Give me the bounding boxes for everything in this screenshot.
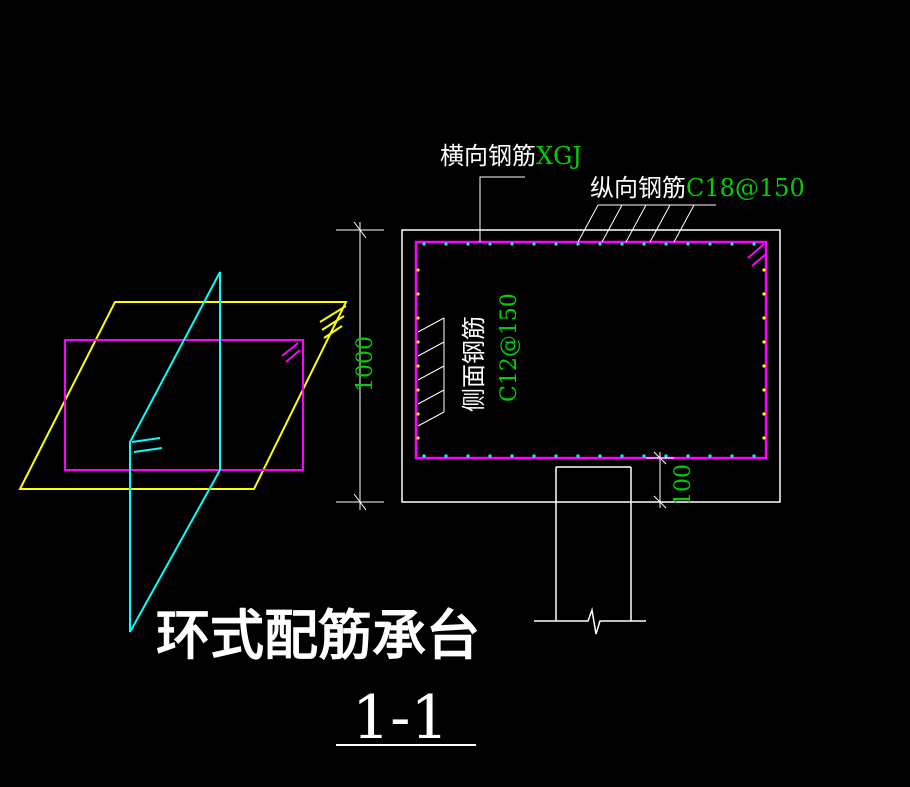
longitudinal-rebar-spec: C18@150	[686, 174, 805, 202]
rebar-dot	[576, 242, 580, 246]
rebar-dots	[416, 242, 766, 458]
rebar-dot	[762, 340, 766, 344]
rebar-dot	[642, 242, 646, 246]
rebar-dot	[554, 454, 558, 458]
rebar-dot	[416, 316, 420, 320]
rebar-dot	[708, 242, 712, 246]
longitudinal-rebar-label: 纵向钢筋C18@150	[590, 174, 805, 202]
rebar-dot	[664, 242, 668, 246]
rebar-dot	[416, 436, 420, 440]
height-dimension-text: 1000	[353, 336, 378, 392]
cover-dimension-text: 100	[671, 464, 696, 506]
cyan-plane	[129, 271, 221, 633]
rebar-dot	[510, 454, 514, 458]
rebar-dot	[598, 454, 602, 458]
rebar-dot	[532, 242, 536, 246]
ring-hook-mark	[751, 253, 767, 267]
ring-hook-mark	[747, 243, 765, 259]
rebar-dot	[762, 364, 766, 368]
rebar-dot	[510, 242, 514, 246]
yellow-hook-mark	[323, 325, 343, 339]
section-drawing	[336, 176, 781, 635]
rebar-dot	[762, 412, 766, 416]
rebar-dot	[642, 454, 646, 458]
rebar-dot	[416, 268, 420, 272]
rebar-dot	[762, 388, 766, 392]
transverse-rebar-code: XGJ	[536, 142, 582, 170]
text-labels: 横向钢筋XGJ 纵向钢筋C18@150 侧面钢筋 C12@150 1000 10…	[156, 142, 805, 753]
rebar-dot	[762, 316, 766, 320]
rebar-dot	[416, 364, 420, 368]
transverse-leader	[479, 176, 525, 242]
transverse-rebar-label: 横向钢筋XGJ	[440, 142, 582, 170]
rebar-dot	[752, 242, 756, 246]
rebar-ring	[414, 240, 768, 460]
rebar-dot	[686, 454, 690, 458]
side-leader	[417, 317, 445, 427]
rebar-dot	[664, 454, 668, 458]
rebar-dot	[444, 454, 448, 458]
rebar-dot	[620, 242, 624, 246]
rebar-dot	[444, 242, 448, 246]
rebar-dot	[466, 454, 470, 458]
magenta-hook-mark	[285, 349, 301, 363]
height-dimension	[336, 221, 384, 511]
rebar-dot	[416, 340, 420, 344]
rebar-dot	[422, 242, 426, 246]
yellow-hook-mark	[319, 305, 347, 323]
rebar-dot	[466, 242, 470, 246]
magenta-ring	[64, 339, 304, 471]
rebar-dot	[488, 242, 492, 246]
rebar-dot	[416, 292, 420, 296]
yellow-plane	[18, 301, 348, 490]
side-rebar-label: 侧面钢筋	[460, 316, 488, 412]
cyan-hook-mark	[133, 447, 163, 453]
rebar-dot	[686, 242, 690, 246]
rebar-dot	[730, 454, 734, 458]
yellow-hook-mark	[321, 315, 345, 331]
rebar-dot	[620, 454, 624, 458]
longitudinal-leader	[577, 204, 716, 243]
rebar-dot	[576, 454, 580, 458]
cyan-hook-mark	[131, 437, 161, 443]
rebar-dot	[416, 412, 420, 416]
rebar-dot	[532, 454, 536, 458]
section-label: 1-1	[352, 683, 449, 753]
rebar-dot	[422, 454, 426, 458]
isometric-schematic	[18, 271, 348, 633]
rebar-dot	[488, 454, 492, 458]
rebar-dot	[762, 292, 766, 296]
rebar-dot	[762, 436, 766, 440]
break-line	[534, 607, 646, 635]
pile-cap-outline	[401, 229, 781, 503]
rebar-dot	[762, 268, 766, 272]
cover-dimension	[646, 451, 674, 509]
side-rebar-spec: C12@150	[497, 293, 522, 402]
rebar-dot	[730, 242, 734, 246]
magenta-hook-mark	[281, 342, 299, 357]
rebar-dot	[598, 242, 602, 246]
rebar-dot	[752, 454, 756, 458]
rebar-dot	[416, 388, 420, 392]
pile	[534, 466, 646, 635]
rebar-dot	[708, 454, 712, 458]
drawing-title: 环式配筋承台	[156, 604, 480, 667]
rebar-dot	[554, 242, 558, 246]
